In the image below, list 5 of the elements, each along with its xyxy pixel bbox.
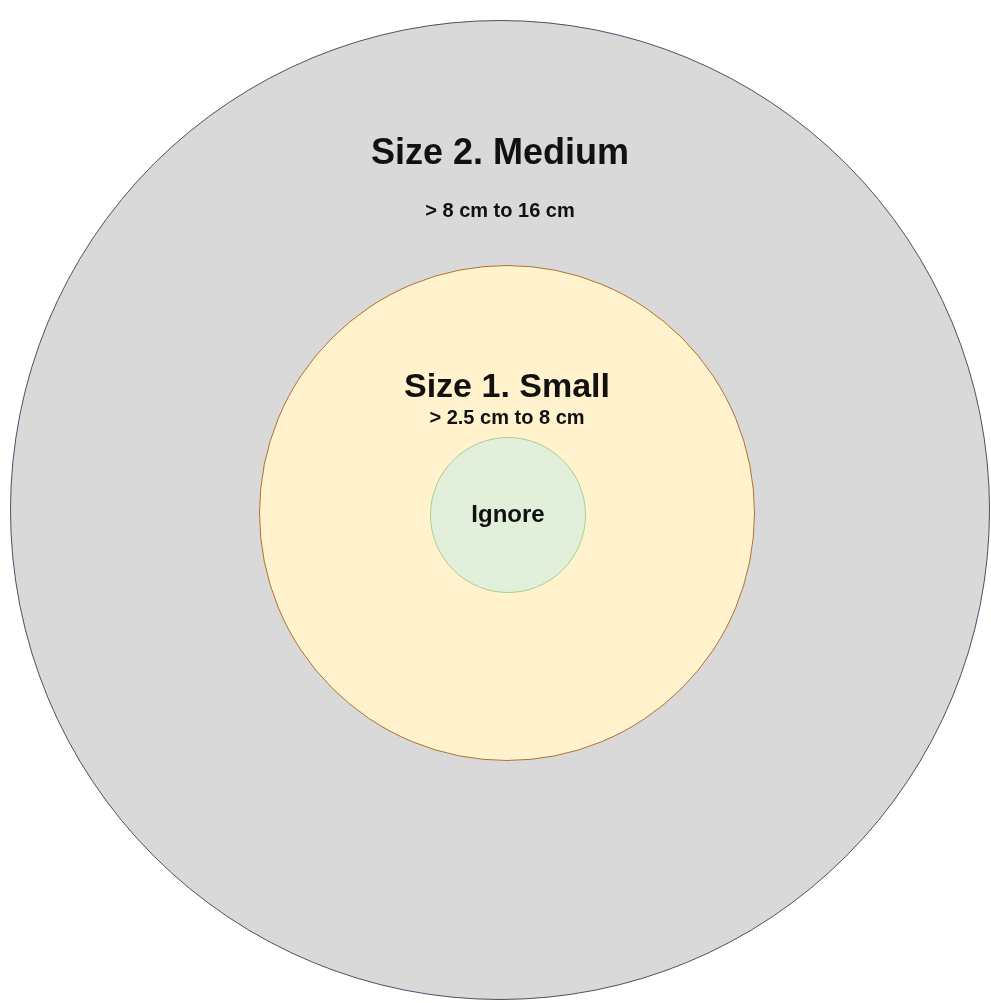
size-range: > 2.5 cm to 8 cm [429, 406, 585, 429]
zone-label: Ignore [471, 500, 545, 528]
size-heading: Size 1. Small [404, 366, 610, 405]
size-range: > 8 cm to 16 cm [425, 199, 575, 222]
size-heading: Size 2. Medium [370, 131, 630, 173]
